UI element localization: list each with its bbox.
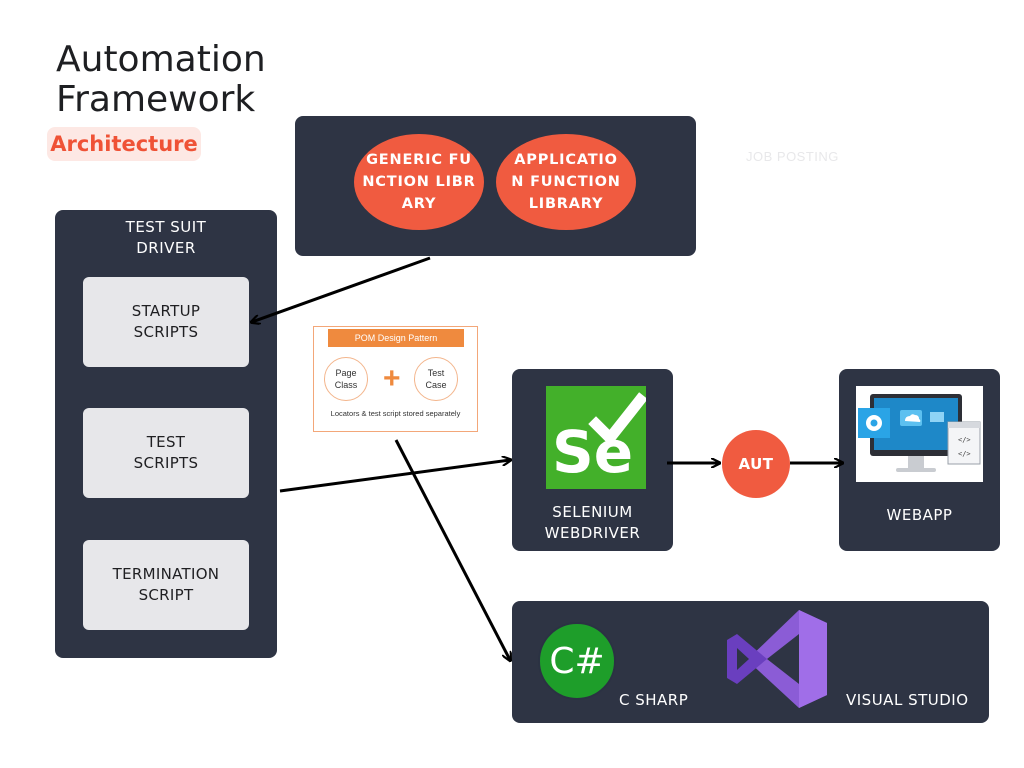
startup-scripts-line-1: STARTUP [131, 302, 201, 320]
aut-node: AUT [722, 430, 790, 498]
generic-function-library-label: GENERIC FUNCTION LIBRARY [362, 152, 476, 212]
title-line-2: Framework [56, 79, 256, 120]
startup-scripts-box: STARTUP SCRIPTS [83, 277, 249, 367]
test-scripts-line-1: TEST [146, 433, 186, 451]
csharp-logo-text: C# [549, 640, 605, 682]
test-suit-driver-label: TEST SUIT DRIVER [55, 217, 277, 259]
svg-text:</>: </> [958, 450, 971, 458]
selenium-logo-icon: Se [546, 386, 646, 489]
startup-scripts-line-2: SCRIPTS [133, 323, 199, 341]
selenium-label-line-1: SELENIUM [552, 503, 633, 521]
job-posting-watermark: JOB POSTING [746, 149, 839, 164]
test-case-line-2: Case [425, 380, 447, 390]
page-class-circle: Page Class [324, 357, 368, 401]
termination-script-line-2: SCRIPT [138, 586, 194, 604]
page-class-line-1: Page [335, 368, 357, 378]
test-scripts-box: TEST SCRIPTS [83, 408, 249, 498]
selenium-logo-text: Se [552, 418, 634, 486]
termination-script-line-1: TERMINATION [112, 565, 220, 583]
test-case-line-1: Test [427, 368, 445, 378]
subtitle-badge: Architecture [47, 127, 201, 161]
pom-to-tools-arrow [394, 439, 510, 660]
termination-script-box: TERMINATION SCRIPT [83, 540, 249, 630]
driver-label-line-1: TEST SUIT [125, 218, 207, 236]
generic-function-library: GENERIC FUNCTION LIBRARY [354, 134, 484, 230]
visual-studio-logo-icon [727, 610, 827, 708]
plus-icon: + [383, 362, 401, 395]
application-function-library: APPLICATION FUNCTION LIBRARY [496, 134, 636, 230]
pom-design-pattern-card: POM Design Pattern Page Class + Test Cas… [313, 326, 478, 432]
library-to-startup-arrow [252, 256, 431, 322]
selenium-label-line-2: WEBDRIVER [544, 524, 641, 542]
visual-studio-label: VISUAL STUDIO [846, 691, 969, 709]
title-line-1: Automation [56, 39, 266, 80]
page-class-line-2: Class [334, 380, 358, 390]
test-scripts-to-selenium-arrow [279, 460, 510, 493]
application-function-library-label: APPLICATION FUNCTION LIBRARY [511, 152, 621, 212]
pom-caption: Locators & test script stored separately [330, 409, 461, 418]
webapp-label: WEBAPP [886, 506, 953, 524]
selenium-webdriver-label: SELENIUM WEBDRIVER [512, 502, 673, 544]
diagram-title: Automation Framework [56, 40, 316, 120]
test-case-circle: Test Case [414, 357, 458, 401]
webapp-illustration-icon: </> </> [856, 386, 983, 482]
csharp-logo-icon: C# [538, 622, 616, 700]
svg-text:</>: </> [958, 436, 971, 444]
pom-header: POM Design Pattern [328, 329, 464, 347]
csharp-label: C SHARP [619, 691, 689, 709]
test-scripts-line-2: SCRIPTS [133, 454, 199, 472]
driver-label-line-2: DRIVER [136, 239, 196, 257]
